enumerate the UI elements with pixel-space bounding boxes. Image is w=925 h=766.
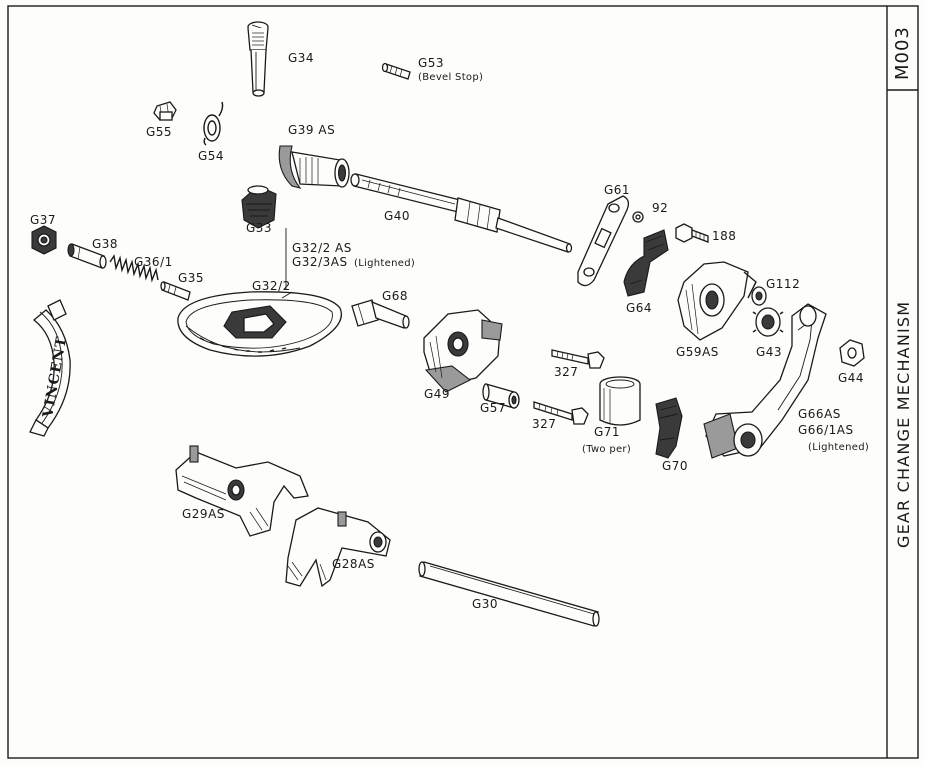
label-g53: G53 bbox=[418, 56, 444, 70]
label-g28as: G28AS bbox=[332, 557, 375, 571]
label-g70: G70 bbox=[662, 459, 688, 473]
part-g68-drawing bbox=[351, 299, 410, 329]
label-g68: G68 bbox=[382, 289, 408, 303]
part-g54-drawing bbox=[203, 101, 224, 146]
part-g66as-drawing bbox=[703, 303, 827, 459]
sheet-title: GEAR CHANGE MECHANISM bbox=[894, 301, 913, 548]
part-327-upper-drawing bbox=[551, 349, 605, 369]
part-92-drawing bbox=[632, 211, 644, 223]
g32-leader-line bbox=[281, 228, 293, 299]
label-g37: G37 bbox=[30, 213, 56, 227]
label-g32-2as: G32/2 AS bbox=[292, 241, 352, 255]
label-g43: G43 bbox=[756, 345, 782, 359]
label-g35: G35 bbox=[178, 271, 204, 285]
label-g64: G64 bbox=[626, 301, 652, 315]
part-g55-drawing bbox=[153, 101, 177, 121]
label-g38: G38 bbox=[92, 237, 118, 251]
label-g39as: G39 AS bbox=[288, 123, 335, 137]
label-g71-note: (Two per) bbox=[582, 444, 631, 455]
label-188: 188 bbox=[712, 229, 736, 243]
label-g55: G55 bbox=[146, 125, 172, 139]
part-g33-drawing bbox=[241, 185, 277, 229]
label-327-lower: 327 bbox=[532, 417, 556, 431]
part-g28as-drawing bbox=[285, 507, 391, 588]
part-g49-drawing bbox=[423, 309, 503, 393]
label-g34: G34 bbox=[288, 51, 314, 65]
sheet-border bbox=[7, 5, 919, 759]
part-g40-drawing bbox=[350, 173, 573, 253]
part-g71-drawing bbox=[599, 376, 641, 426]
label-g66-note: (Lightened) bbox=[808, 442, 869, 453]
label-92: 92 bbox=[652, 201, 668, 215]
part-g37-drawing bbox=[31, 225, 57, 255]
part-g35-drawing bbox=[160, 281, 191, 301]
label-g32-3as-note: (Lightened) bbox=[354, 258, 415, 269]
part-g53-drawing bbox=[381, 62, 411, 80]
part-g34-drawing bbox=[247, 21, 269, 97]
label-g66-1as: G66/1AS bbox=[798, 423, 854, 437]
label-g61: G61 bbox=[604, 183, 630, 197]
label-g29as: G29AS bbox=[182, 507, 225, 521]
part-g32-drawing bbox=[177, 291, 342, 357]
part-327-lower-drawing bbox=[533, 401, 589, 425]
part-188-drawing bbox=[675, 223, 709, 243]
part-g29as-drawing bbox=[175, 445, 309, 537]
vincent-logo: VINCENT bbox=[29, 299, 71, 437]
label-g54: G54 bbox=[198, 149, 224, 163]
part-g64-drawing bbox=[623, 229, 669, 297]
part-g44-drawing bbox=[839, 339, 865, 367]
part-g59as-drawing bbox=[677, 261, 757, 341]
label-g71: G71 bbox=[594, 425, 620, 439]
part-g36-1-drawing bbox=[109, 254, 159, 283]
part-g57-drawing bbox=[482, 383, 520, 409]
part-g39as-drawing bbox=[278, 145, 350, 189]
label-g44: G44 bbox=[838, 371, 864, 385]
label-g53-note: (Bevel Stop) bbox=[418, 72, 483, 83]
part-g112-drawing bbox=[751, 286, 767, 306]
label-g33: G33 bbox=[246, 221, 272, 235]
sheet-number: M003 bbox=[892, 26, 913, 80]
label-g112: G112 bbox=[766, 277, 800, 291]
label-g59as: G59AS bbox=[676, 345, 719, 359]
label-g57: G57 bbox=[480, 401, 506, 415]
label-g40: G40 bbox=[384, 209, 410, 223]
label-g49: G49 bbox=[424, 387, 450, 401]
label-g32-2: G32/2 bbox=[252, 279, 291, 293]
part-g61-drawing bbox=[577, 195, 630, 287]
label-g30: G30 bbox=[472, 597, 498, 611]
label-g32-3as: G32/3AS bbox=[292, 255, 348, 269]
part-g70-drawing bbox=[655, 397, 683, 459]
label-g36-1: G36/1 bbox=[134, 255, 173, 269]
part-g30-drawing bbox=[418, 561, 600, 627]
label-g66as: G66AS bbox=[798, 407, 841, 421]
label-327-upper: 327 bbox=[554, 365, 578, 379]
part-g38-drawing bbox=[67, 243, 107, 269]
part-g43-drawing bbox=[752, 307, 784, 337]
